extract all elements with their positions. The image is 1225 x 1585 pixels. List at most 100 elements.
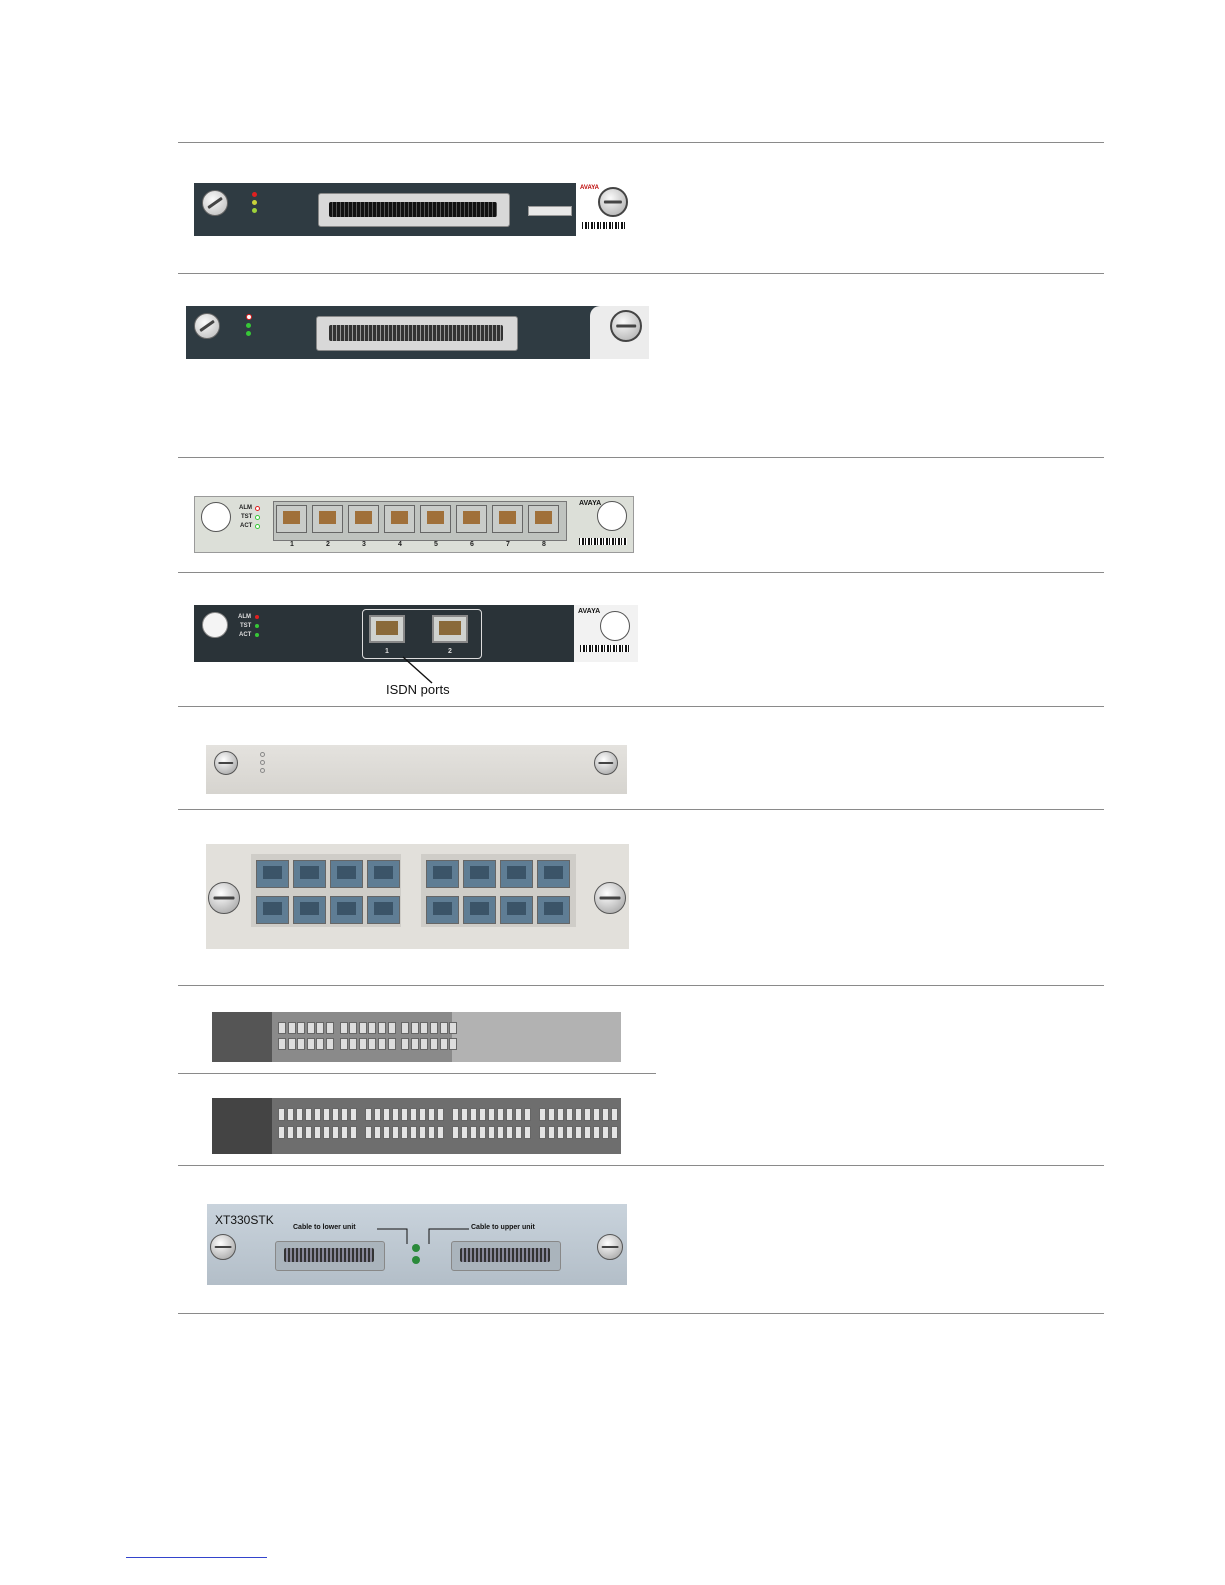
rj-port-icon	[359, 1038, 367, 1050]
rj-port-icon	[420, 505, 451, 533]
rj-port-icon	[316, 1038, 324, 1050]
screw-icon	[597, 501, 627, 531]
rj-port-icon	[548, 1126, 555, 1139]
rj-port-icon	[341, 1126, 348, 1139]
rj-port-icon	[524, 1126, 531, 1139]
rj-port-icon	[323, 1108, 330, 1121]
screw-icon	[600, 611, 630, 641]
screw-icon	[202, 612, 228, 638]
rj-port-icon	[384, 505, 415, 533]
rj-port-icon	[440, 1022, 448, 1034]
screw-icon	[210, 1234, 236, 1260]
led-indicator	[260, 760, 265, 765]
rj-port-icon	[341, 1108, 348, 1121]
port-number: 8	[534, 541, 554, 548]
rj-port-icon	[557, 1108, 564, 1121]
rj-port-icon	[388, 1038, 396, 1050]
led-label: ACT	[239, 632, 251, 638]
rj-port-icon	[278, 1108, 285, 1121]
led-label: ALM	[238, 614, 251, 620]
rj-port-icon	[288, 1038, 296, 1050]
isdn-port-icon	[432, 615, 468, 643]
module-figure-2	[186, 306, 649, 359]
rj-port-icon	[575, 1108, 582, 1121]
screw-icon	[194, 313, 220, 339]
rj-port-icon	[584, 1108, 591, 1121]
rj-port-icon	[276, 505, 307, 533]
led-label: ACT	[240, 523, 252, 529]
table-rule	[178, 706, 1104, 707]
rj-port-icon	[348, 505, 379, 533]
rj-port-icon	[548, 1108, 555, 1121]
rj-port-icon	[426, 896, 459, 924]
rj-port-icon	[461, 1108, 468, 1121]
rj-port-icon	[537, 896, 570, 924]
stack-module-figure: XT330STK Cable to lower unit Cable to up…	[207, 1204, 627, 1285]
rj-port-icon	[500, 860, 533, 888]
rj-port-icon	[392, 1126, 399, 1139]
alarm-led	[255, 615, 259, 619]
rj-port-icon	[316, 1022, 324, 1034]
rj-port-icon	[575, 1126, 582, 1139]
rj-port-icon	[287, 1108, 294, 1121]
rj-port-icon	[256, 860, 289, 888]
led-label: TST	[241, 514, 252, 520]
screw-icon	[597, 1234, 623, 1260]
rj-port-icon	[305, 1126, 312, 1139]
rj-port-icon	[528, 505, 559, 533]
rj-port-icon	[515, 1126, 522, 1139]
rj-port-icon	[515, 1108, 522, 1121]
rj-port-icon	[323, 1126, 330, 1139]
rj-port-icon	[332, 1126, 339, 1139]
table-rule	[178, 142, 1104, 143]
rj-port-icon	[452, 1108, 459, 1121]
rj-port-icon	[470, 1126, 477, 1139]
rj-port-icon	[539, 1126, 546, 1139]
isdn-callout-line	[380, 655, 440, 685]
rj-port-icon	[410, 1126, 417, 1139]
rj-port-icon	[463, 860, 496, 888]
port-number: 4	[390, 541, 410, 548]
rj-port-icon	[296, 1126, 303, 1139]
screw-icon	[202, 190, 228, 216]
rj-port-icon	[278, 1022, 286, 1034]
port-number: 5	[426, 541, 446, 548]
rj-port-icon	[330, 860, 363, 888]
rj-port-icon	[314, 1108, 321, 1121]
rj-port-icon	[419, 1108, 426, 1121]
port-number: 1	[377, 648, 397, 655]
test-led	[252, 200, 257, 205]
rj-port-icon	[566, 1108, 573, 1121]
rj-port-icon	[256, 896, 289, 924]
rj45-16-port-figure	[206, 844, 629, 949]
brand-label: AVAYA	[580, 185, 599, 191]
rj-port-icon	[340, 1022, 348, 1034]
table-rule	[178, 985, 1104, 986]
barcode	[580, 645, 630, 652]
rj-port-icon	[506, 1126, 513, 1139]
switch-24-port-figure	[212, 1012, 621, 1062]
rj-port-icon	[350, 1108, 357, 1121]
alarm-led	[246, 314, 252, 320]
port-number: 2	[318, 541, 338, 548]
led-label: ALM	[239, 505, 252, 511]
active-led	[255, 633, 259, 637]
rj-port-icon	[392, 1108, 399, 1121]
rj-port-icon	[500, 896, 533, 924]
led-indicator	[260, 752, 265, 757]
isdn-module-figure: ALM TST ACT 1 2 AVAYA	[194, 605, 638, 662]
rj-port-icon	[383, 1108, 390, 1121]
rj-port-icon	[449, 1022, 457, 1034]
rj-port-icon	[359, 1022, 367, 1034]
connector-icon	[318, 193, 510, 227]
rj-port-icon	[374, 1126, 381, 1139]
upper-unit-connector-icon	[451, 1241, 561, 1271]
port-number: 3	[354, 541, 374, 548]
test-led	[255, 515, 260, 520]
rj-port-icon	[326, 1038, 334, 1050]
rj-port-icon	[383, 1126, 390, 1139]
rj-port-icon	[401, 1126, 408, 1139]
rj-port-icon	[428, 1108, 435, 1121]
stack-led	[412, 1256, 420, 1264]
screw-icon	[610, 310, 642, 342]
